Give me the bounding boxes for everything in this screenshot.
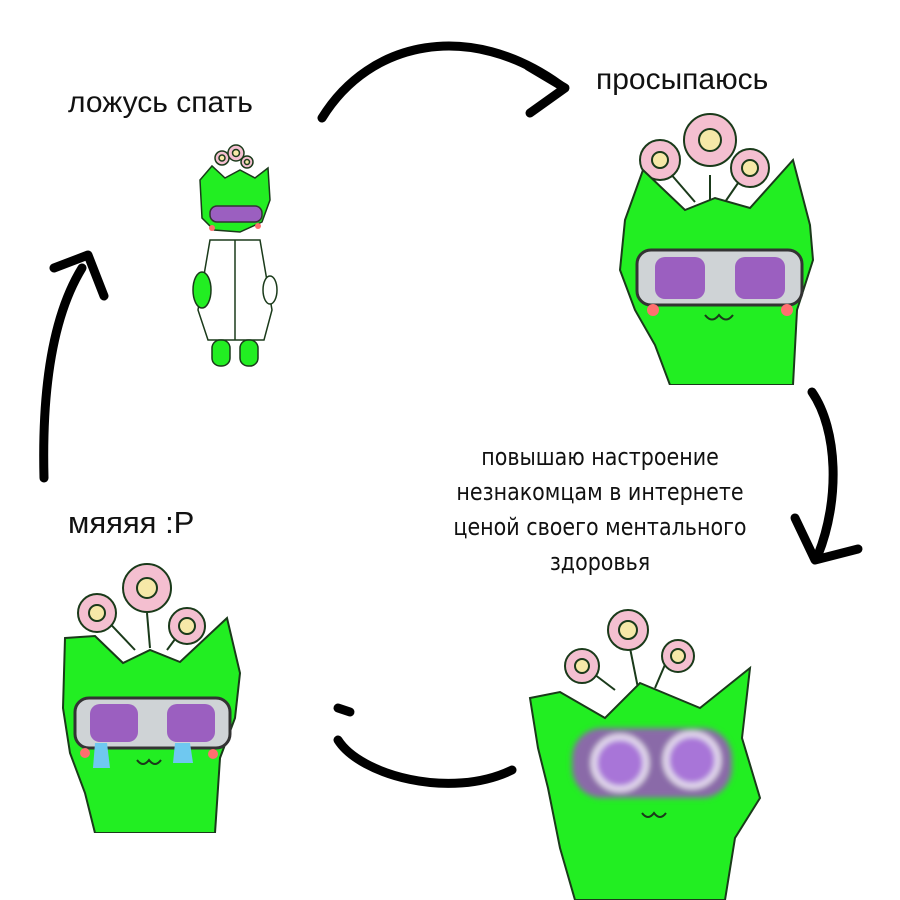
panel-sleep-character (180, 140, 290, 375)
flower-crown-icon (77, 563, 206, 651)
flower-crown-icon (564, 609, 695, 691)
label-sleep: ложусь спать (68, 86, 253, 119)
cycle-arrow-icon (523, 61, 570, 118)
label-mood-line: здоровья (549, 548, 651, 576)
label-mood-line: ценой своего ментального (453, 513, 747, 541)
panel-meow-character (55, 558, 255, 833)
panel-mood-character (520, 608, 780, 900)
label-mood: повышаю настроение незнакомцам в интерне… (428, 440, 772, 580)
label-meow: мяяяя :P (68, 505, 195, 540)
cycle-arrow-icon (790, 513, 863, 565)
tears-icon (173, 743, 193, 763)
flower-crown-icon (214, 144, 254, 169)
cycle-arrow-icon (317, 41, 565, 123)
label-wake: просыпаюсь (596, 63, 769, 96)
goggles-icon (73, 696, 232, 750)
cycle-arrow-icon (39, 263, 87, 483)
flower-crown-icon (639, 113, 770, 205)
tears-icon (93, 743, 110, 768)
cycle-arrow-icon (333, 703, 355, 717)
cycle-arrow-icon (807, 387, 838, 560)
goggles-icon (572, 728, 732, 798)
cycle-arrow-icon (333, 735, 517, 788)
label-mood-line: повышаю настроение (481, 443, 719, 471)
label-mood-line: незнакомцам в интернете (456, 478, 744, 506)
goggles-icon (635, 248, 804, 307)
goggles-icon (209, 205, 263, 223)
cycle-arrow-icon (49, 250, 109, 301)
panel-wake-character (615, 110, 825, 385)
